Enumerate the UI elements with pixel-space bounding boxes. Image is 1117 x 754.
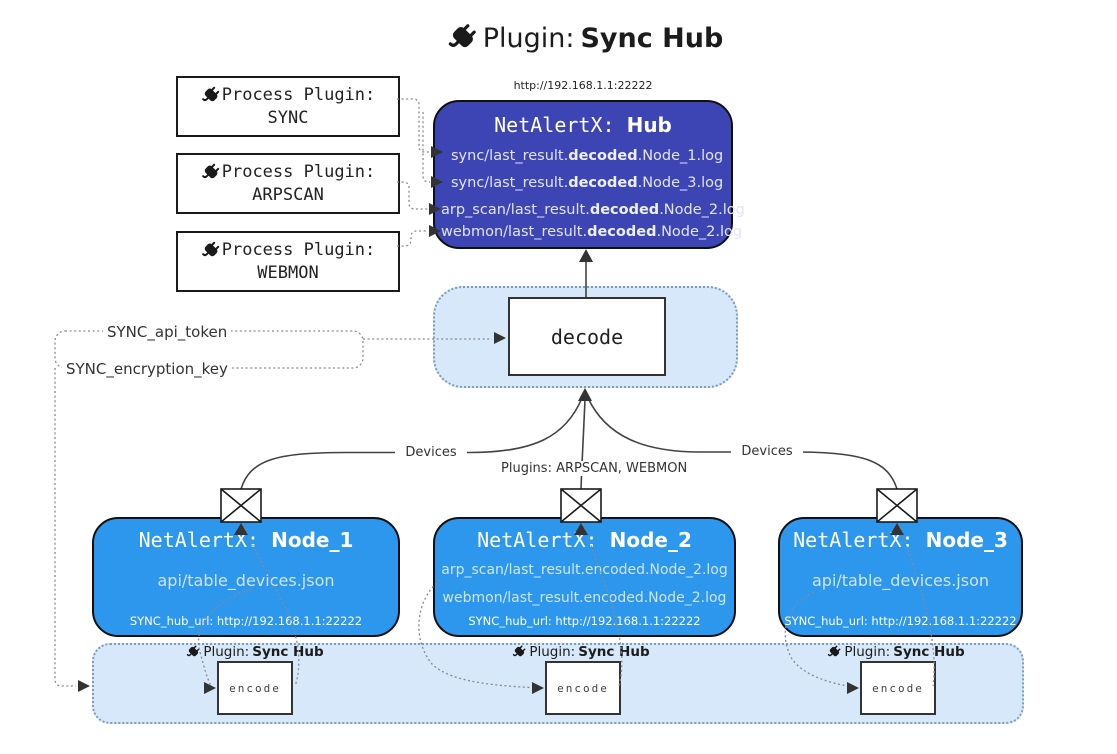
process-plugin-label: Process Plugin: — [221, 161, 376, 182]
band-label-sync-hub-3: Plugin: Sync Hub — [811, 644, 981, 660]
encode-box-1: encode — [217, 661, 293, 715]
wire-secrets-band — [54, 368, 76, 687]
plug-icon — [828, 645, 841, 657]
band-label-sync-hub-2: Plugin: Sync Hub — [496, 644, 666, 660]
plug-icon — [201, 86, 219, 101]
node-title: NetAlertX: Node_1 — [138, 528, 354, 552]
hub-title: NetAlertX: Hub — [435, 113, 731, 137]
node-file-line: arp_scan/last_result.encoded.Node_2.log — [441, 562, 728, 578]
decode-box: decode — [508, 297, 666, 376]
title-name: Sync Hub — [580, 22, 724, 54]
plug-icon — [513, 645, 526, 657]
node-file-line: api/table_devices.json — [157, 571, 335, 590]
arrowhead-decode-bottom — [578, 388, 592, 401]
process-plugin-label-row: Process Plugin: — [201, 239, 376, 262]
wire-arpscan-log3 — [397, 181, 428, 210]
wire-sync-log2 — [422, 112, 430, 183]
node-file-line: api/table_devices.json — [811, 571, 989, 590]
node-box-1: NetAlertX: Node_1 api/table_devices.json… — [92, 517, 400, 637]
hub-log-line: webmon/last_result.decoded.Node_2.log — [441, 224, 743, 240]
process-plugin-name: SYNC — [267, 107, 309, 128]
hub-log-line: arp_scan/last_result.decoded.Node_2.log — [441, 202, 745, 218]
node-hub-url: SYNC_hub_url: http://192.168.1.1:22222 — [468, 614, 701, 628]
hub-title-prefix: NetAlertX: — [494, 113, 615, 137]
node-title: NetAlertX: Node_2 — [477, 528, 692, 552]
process-plugin-box-webmon: Process Plugin: WEBMON — [176, 231, 400, 292]
process-plugin-label: Process Plugin: — [221, 239, 376, 260]
process-plugin-label-row: Process Plugin: — [201, 161, 376, 184]
wire-webmon-log4 — [397, 230, 428, 247]
hub-title-name: Hub — [626, 113, 672, 137]
hub-log-line: sync/last_result.decoded.Node_1.log — [451, 148, 724, 164]
node-box-2: NetAlertX: Node_2 arp_scan/last_result.e… — [433, 517, 736, 637]
hub-box: NetAlertX: Hub sync/last_result.decoded.… — [433, 100, 745, 249]
plug-icon — [187, 645, 200, 657]
encode-box-3: encode — [860, 661, 936, 715]
devices-label-right: Devices — [731, 444, 803, 459]
node-hub-url: SYNC_hub_url: http://192.168.1.1:22222 — [129, 614, 363, 628]
hub-log-line: sync/last_result.decoded.Node_3.log — [451, 175, 724, 191]
process-plugin-box-arpscan: Process Plugin: ARPSCAN — [176, 153, 400, 214]
process-plugin-label: Process Plugin: — [221, 84, 376, 105]
arrowhead-hub-bottom — [579, 249, 593, 262]
band-label-sync-hub-1: Plugin: Sync Hub — [170, 644, 340, 660]
sync-encryption-key-label: SYNC_encryption_key — [62, 360, 232, 378]
node-box-3: NetAlertX: Node_3 api/table_devices.json… — [778, 517, 1023, 637]
title-prefix: Plugin: — [482, 22, 575, 54]
plug-icon — [201, 241, 219, 256]
node-hub-url: SYNC_hub_url: http://192.168.1.1:22222 — [784, 614, 1017, 628]
sync-api-token-label: SYNC_api_token — [103, 323, 232, 341]
process-plugin-name: ARPSCAN — [252, 184, 324, 205]
process-plugin-name: WEBMON — [257, 262, 319, 283]
node-title: NetAlertX: Node_3 — [793, 528, 1008, 552]
encode-box-2: encode — [545, 661, 621, 715]
process-plugin-box-sync: Process Plugin: SYNC — [176, 76, 400, 137]
plugins-label-center: Plugins: ARPSCAN, WEBMON — [498, 461, 687, 476]
process-plugin-label-row: Process Plugin: — [201, 84, 376, 107]
page-title: Plugin: Sync Hub — [330, 16, 840, 60]
plug-icon — [448, 24, 476, 48]
hub-url: http://192.168.1.1:22222 — [513, 79, 653, 92]
wire-sync-log1 — [397, 98, 430, 153]
node-file-line: webmon/last_result.encoded.Node_2.log — [442, 590, 727, 606]
arrowhead-band-input — [78, 680, 90, 692]
devices-label-left: Devices — [395, 445, 467, 460]
plug-icon — [201, 163, 219, 178]
